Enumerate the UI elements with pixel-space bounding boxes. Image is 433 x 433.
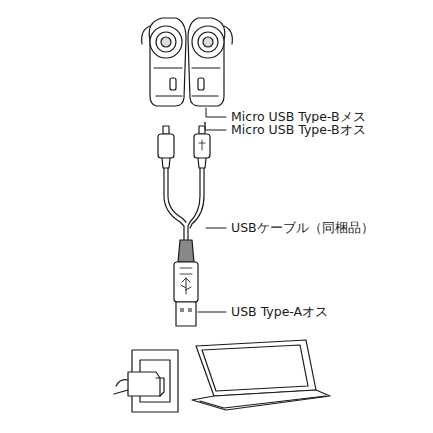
micro-usb-plugs bbox=[158, 126, 210, 168]
right-earbud bbox=[188, 18, 232, 106]
y-cable bbox=[164, 168, 204, 240]
part-label: Micro USB Type-Bメス bbox=[230, 110, 367, 124]
laptop bbox=[192, 340, 330, 410]
leader-lines bbox=[198, 108, 226, 312]
part-label: Micro USB Type-Bオス bbox=[230, 123, 367, 137]
part-label: USB Type-Aオス bbox=[230, 305, 329, 319]
wall-outlet bbox=[114, 350, 178, 412]
part-label: USBケーブル（同梱品） bbox=[230, 221, 375, 235]
usb-a-plug bbox=[174, 240, 198, 326]
left-earbud bbox=[142, 18, 186, 106]
